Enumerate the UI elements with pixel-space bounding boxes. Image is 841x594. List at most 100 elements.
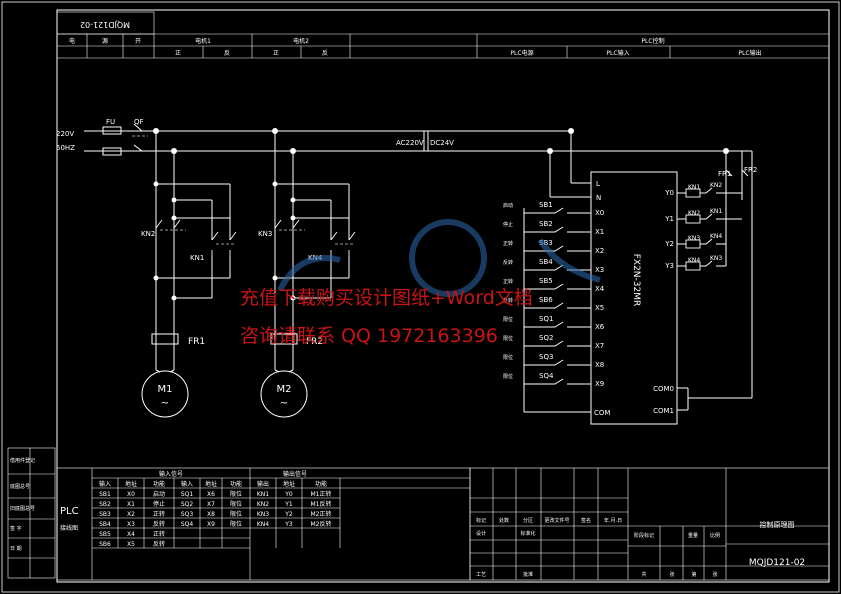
plc-output-terminal: Y0 bbox=[664, 189, 674, 197]
plc-input-terminal: X4 bbox=[595, 285, 605, 293]
io-table-cell: X3 bbox=[127, 521, 135, 528]
input-switch-label: SQ2 bbox=[539, 334, 553, 342]
plc-input-terminal: X7 bbox=[595, 342, 604, 350]
plc-input-terminal: X9 bbox=[595, 380, 604, 388]
plc-com-terminal: COM bbox=[594, 409, 610, 417]
output-coil-label: KN1 bbox=[688, 184, 700, 191]
transformer-dc: DC24V bbox=[430, 139, 454, 147]
plc-output-lines bbox=[677, 169, 749, 271]
plc-input-terminal: X2 bbox=[595, 247, 604, 255]
io-table-cell: KN1 bbox=[257, 491, 269, 498]
io-table-cell: SB1 bbox=[99, 491, 111, 498]
io-table-cell: SQ4 bbox=[181, 521, 194, 528]
input-note: 限位 bbox=[503, 335, 513, 342]
plc-output-terminal: Y3 bbox=[664, 262, 674, 270]
io-table-group: 输入信号 bbox=[159, 470, 183, 478]
header-col2: 源 bbox=[102, 37, 108, 45]
io-table-header: 输入 bbox=[99, 480, 111, 488]
io-table-cell: X6 bbox=[207, 491, 215, 498]
title-cell: 比例 bbox=[710, 532, 720, 539]
io-table-cell: X9 bbox=[207, 521, 215, 528]
fr1-label: FR1 bbox=[188, 337, 205, 347]
kn2-label: KN2 bbox=[141, 230, 155, 238]
input-note: 限位 bbox=[503, 373, 513, 380]
plc-output-terminal: Y1 bbox=[664, 215, 674, 223]
io-table-header: 功能 bbox=[230, 480, 242, 488]
title-cell: 分区 bbox=[523, 517, 533, 524]
input-switch-label: SB1 bbox=[539, 201, 553, 209]
header-col3: 开 bbox=[135, 38, 141, 45]
io-table-cell: X7 bbox=[207, 501, 215, 508]
side-stamp-label: 借用件登记 bbox=[10, 457, 35, 464]
title-cell: 签名 bbox=[581, 517, 591, 524]
io-table-cell: M1反转 bbox=[311, 500, 332, 508]
input-note: 正转 bbox=[503, 278, 513, 285]
plc-model: FX2N-32MR bbox=[631, 254, 641, 307]
io-table-header: 输入 bbox=[181, 480, 193, 488]
plc-input-terminal: X5 bbox=[595, 304, 604, 312]
interlock-contact-label: KN1 bbox=[710, 208, 722, 215]
title-cell: 处数 bbox=[499, 517, 509, 524]
header-group-plc: PLC控制 bbox=[641, 37, 664, 45]
header-m2-b: 反 bbox=[322, 49, 328, 57]
io-table-cell: Y2 bbox=[284, 511, 293, 518]
io-table-cell: M2反转 bbox=[311, 520, 332, 528]
io-table-header: 地址 bbox=[125, 480, 137, 488]
input-note: 反转 bbox=[503, 297, 513, 304]
output-coil-label: KN4 bbox=[688, 257, 700, 264]
title-block-grid bbox=[469, 467, 830, 581]
io-table-cell: KN2 bbox=[257, 501, 269, 508]
title-block-text: 控制原理图 MQJD121-02 bbox=[749, 520, 805, 568]
io-table-cell: SB2 bbox=[99, 501, 111, 508]
plc-input-lines bbox=[524, 207, 591, 385]
title-cell: 工艺 bbox=[476, 572, 486, 578]
io-table-header: 功能 bbox=[315, 480, 327, 488]
fr2-label: FR2 bbox=[306, 337, 323, 347]
motor-m1-symbol: ~ bbox=[161, 398, 169, 409]
drawing-name: 控制原理图 bbox=[760, 520, 795, 529]
io-table-cell: SB6 bbox=[99, 541, 111, 548]
side-stamp-column bbox=[7, 447, 56, 579]
header-group-m1: 电机1 bbox=[195, 37, 211, 45]
io-table-cell: M1正转 bbox=[311, 490, 332, 498]
io-table-cell: 限位 bbox=[230, 500, 242, 508]
circuit-labels: 220V 50HZ FU QF AC220V DC24V KN2 KN1 KN3… bbox=[56, 118, 757, 417]
input-note: 限位 bbox=[503, 316, 513, 323]
output-coil-label: KN2 bbox=[688, 210, 700, 217]
io-table-header: 地址 bbox=[205, 480, 217, 488]
input-switch-label: SB2 bbox=[539, 220, 553, 228]
plc-block-labels: PLC 接线图 bbox=[60, 506, 79, 532]
title-cell: 设计 bbox=[476, 530, 486, 537]
input-switch-label: SB3 bbox=[539, 239, 553, 247]
drawing-number-top: MQJD121-02 bbox=[80, 20, 130, 29]
supply-frequency: 50HZ bbox=[56, 144, 75, 152]
title-cell: 年.月.日 bbox=[604, 517, 622, 524]
header-plc-a: PLC电源 bbox=[510, 49, 533, 57]
io-table-group: 输出信号 bbox=[283, 470, 307, 478]
input-switch-label: SQ4 bbox=[539, 372, 554, 380]
plc-com0-terminal: COM0 bbox=[653, 385, 674, 393]
plc-input-terminal: X3 bbox=[595, 266, 604, 274]
contact-symbols bbox=[155, 219, 356, 256]
io-table-cell: X5 bbox=[127, 541, 135, 548]
transformer-ac: AC220V bbox=[396, 139, 424, 147]
interlock-contact-label: KN4 bbox=[710, 233, 722, 240]
title-block-cells: 标记处数分区更改文件号签名年.月.日设计标准化阶段标记重量比例工艺批准共张第张 bbox=[476, 517, 720, 578]
io-table-cell: KN3 bbox=[257, 511, 269, 518]
drawing-number: MQJD121-02 bbox=[749, 558, 805, 568]
io-table-cell: 反转 bbox=[153, 520, 165, 528]
plc-output-terminal: Y2 bbox=[664, 240, 674, 248]
io-table-cell: M2正转 bbox=[311, 510, 332, 518]
header-plc-b: PLC输入 bbox=[606, 49, 629, 57]
io-table-cell: KN4 bbox=[257, 521, 269, 528]
io-table-cell: 限位 bbox=[230, 490, 242, 498]
side-stamp-label: 底图总号 bbox=[10, 483, 30, 490]
io-table-cell: 正转 bbox=[153, 530, 165, 538]
title-cell: 张 bbox=[669, 571, 674, 578]
io-table-cell: SB5 bbox=[99, 531, 111, 538]
input-note: 限位 bbox=[503, 354, 513, 361]
io-table-cell: 反转 bbox=[153, 540, 165, 548]
